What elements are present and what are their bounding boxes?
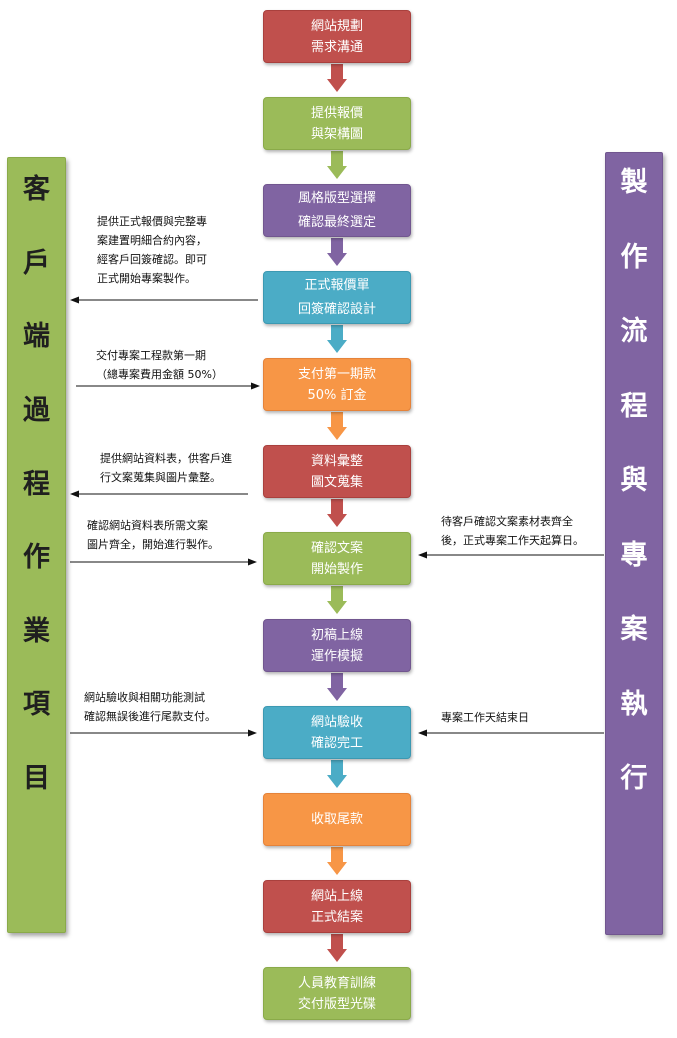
step-line: 交付版型光碟 — [297, 996, 376, 1012]
note-acceptance: 網站驗收與相關功能測試 確認無誤後進行尾款支付。 — [84, 688, 216, 726]
left-column-char: 項 — [23, 689, 50, 721]
step-confirm-content: 確認文案 開始製作 — [263, 532, 411, 585]
right-arrow-icon — [76, 382, 260, 390]
step-line: 圖文蒐集 — [310, 474, 363, 490]
right-column-char: 執 — [620, 688, 648, 720]
step-first-payment: 支付第一期款 50% 訂金 — [263, 358, 411, 411]
down-arrow-icon — [327, 325, 347, 353]
note-line: 案建置明細合約內容， — [97, 234, 207, 247]
down-arrow-icon — [327, 499, 347, 527]
step-formal-quote: 正式報價單 回簽確認設計 — [263, 271, 411, 324]
right-column-char: 程 — [620, 390, 648, 422]
step-site-acceptance: 網站驗收 確認完工 — [263, 706, 411, 759]
right-arrow-icon — [70, 558, 257, 566]
left-column-char: 程 — [23, 468, 50, 500]
step-final-payment: 收取尾款 — [263, 793, 411, 846]
step-quote-architecture: 提供報價 與架構圖 — [263, 97, 411, 150]
note-line: 正式開始專案製作。 — [97, 272, 196, 285]
right-column-char: 行 — [620, 763, 648, 794]
step-line: 正式報價單 — [304, 278, 370, 293]
step-line: 確認完工 — [310, 735, 363, 751]
step-site-launch: 網站上線 正式結案 — [263, 880, 411, 933]
step-line: 需求溝通 — [310, 39, 363, 55]
right-column-char: 與 — [620, 465, 648, 496]
left-arrow-icon — [418, 729, 604, 737]
down-arrow-icon — [327, 760, 347, 788]
left-arrow-icon — [70, 296, 258, 304]
right-column-char: 專 — [620, 539, 648, 571]
note-line: 經客戶回簽確認。即可 — [97, 253, 207, 266]
step-line: 提供報價 — [310, 105, 363, 121]
step-line: 收取尾款 — [310, 812, 363, 827]
right-column-char: 作 — [620, 241, 648, 273]
step-draft-online: 初稿上線 運作模擬 — [263, 619, 411, 672]
down-arrow-icon — [327, 64, 347, 92]
step-line: 風格版型選擇 — [297, 191, 376, 206]
down-arrow-icon — [327, 412, 347, 440]
step-line: 網站驗收 — [310, 714, 363, 730]
step-line: 資料彙整 — [310, 453, 363, 469]
right-column-char: 案 — [620, 614, 648, 645]
note-line: 確認無誤後進行尾款支付。 — [84, 710, 216, 723]
down-arrow-icon — [327, 673, 347, 701]
note-line: 確認網站資料表所需文案 — [87, 519, 208, 532]
left-column-char: 作 — [23, 542, 50, 574]
note-line: 圖片齊全，開始進行製作。 — [87, 538, 219, 551]
down-arrow-icon — [327, 934, 347, 962]
step-training-delivery: 人員教育訓練 交付版型光碟 — [263, 967, 411, 1020]
note-line: 後，正式專案工作天起算日。 — [441, 534, 584, 547]
note-line: 網站驗收與相關功能測試 — [84, 691, 205, 704]
step-line: 運作模擬 — [310, 648, 363, 664]
note-workday-start: 待客戶確認文案素材表齊全 後，正式專案工作天起算日。 — [441, 512, 584, 550]
client-process-column: 客 戶 端 過 程 作 業 項 目 — [7, 157, 66, 933]
left-column-char: 業 — [23, 615, 50, 647]
step-line: 網站上線 — [310, 888, 363, 904]
note-line: 提供網站資料表，供客戶進 — [100, 452, 232, 465]
note-line: 待客戶確認文案素材表齊全 — [441, 515, 573, 528]
step-line: 開始製作 — [310, 561, 363, 577]
down-arrow-icon — [327, 586, 347, 614]
step-line: 與架構圖 — [310, 126, 363, 142]
note-line: 提供正式報價與完整專 — [97, 215, 207, 228]
note-confirm-data: 確認網站資料表所需文案 圖片齊全，開始進行製作。 — [87, 516, 219, 554]
left-column-char: 端 — [23, 321, 50, 353]
note-line: （總專案費用金額 50%） — [96, 368, 223, 381]
step-site-planning: 網站規劃 需求溝通 — [263, 10, 411, 63]
step-line: 確認文案 — [310, 540, 363, 556]
note-line: 交付專案工程款第一期 — [96, 349, 206, 362]
note-line: 行文案蒐集與圖片彙整。 — [100, 471, 221, 484]
step-line: 網站規劃 — [310, 18, 363, 34]
note-workday-end: 專案工作天結束日 — [441, 708, 529, 727]
production-process-column: 製 作 流 程 與 專 案 執 行 — [605, 152, 663, 935]
left-column-char: 目 — [23, 763, 50, 794]
step-line: 支付第一期款 — [297, 366, 376, 382]
right-column-char: 製 — [620, 167, 648, 198]
note-formal-quote: 提供正式報價與完整專 案建置明細合約內容， 經客戶回簽確認。即可 正式開始專案製… — [97, 212, 207, 288]
left-column-char: 過 — [23, 394, 50, 426]
step-data-collection: 資料彙整 圖文蒐集 — [263, 445, 411, 498]
note-line: 專案工作天結束日 — [441, 711, 529, 724]
note-data-sheet: 提供網站資料表，供客戶進 行文案蒐集與圖片彙整。 — [100, 449, 232, 487]
down-arrow-icon — [327, 238, 347, 266]
step-line: 50% 訂金 — [307, 387, 367, 403]
step-line: 人員教育訓練 — [297, 975, 376, 991]
left-arrow-icon — [418, 551, 604, 559]
step-line: 初稿上線 — [310, 627, 363, 643]
down-arrow-icon — [327, 847, 347, 875]
right-arrow-icon — [70, 729, 257, 737]
down-arrow-icon — [327, 151, 347, 179]
step-line: 正式結案 — [310, 909, 363, 925]
step-line: 回簽確認設計 — [297, 302, 376, 317]
note-first-payment: 交付專案工程款第一期 （總專案費用金額 50%） — [96, 346, 223, 384]
step-line: 確認最終選定 — [297, 215, 376, 230]
left-column-char: 客 — [23, 174, 50, 205]
right-column-char: 流 — [620, 316, 648, 347]
step-style-selection: 風格版型選擇 確認最終選定 — [263, 184, 411, 237]
left-column-char: 戶 — [23, 247, 50, 279]
left-arrow-icon — [70, 490, 248, 498]
